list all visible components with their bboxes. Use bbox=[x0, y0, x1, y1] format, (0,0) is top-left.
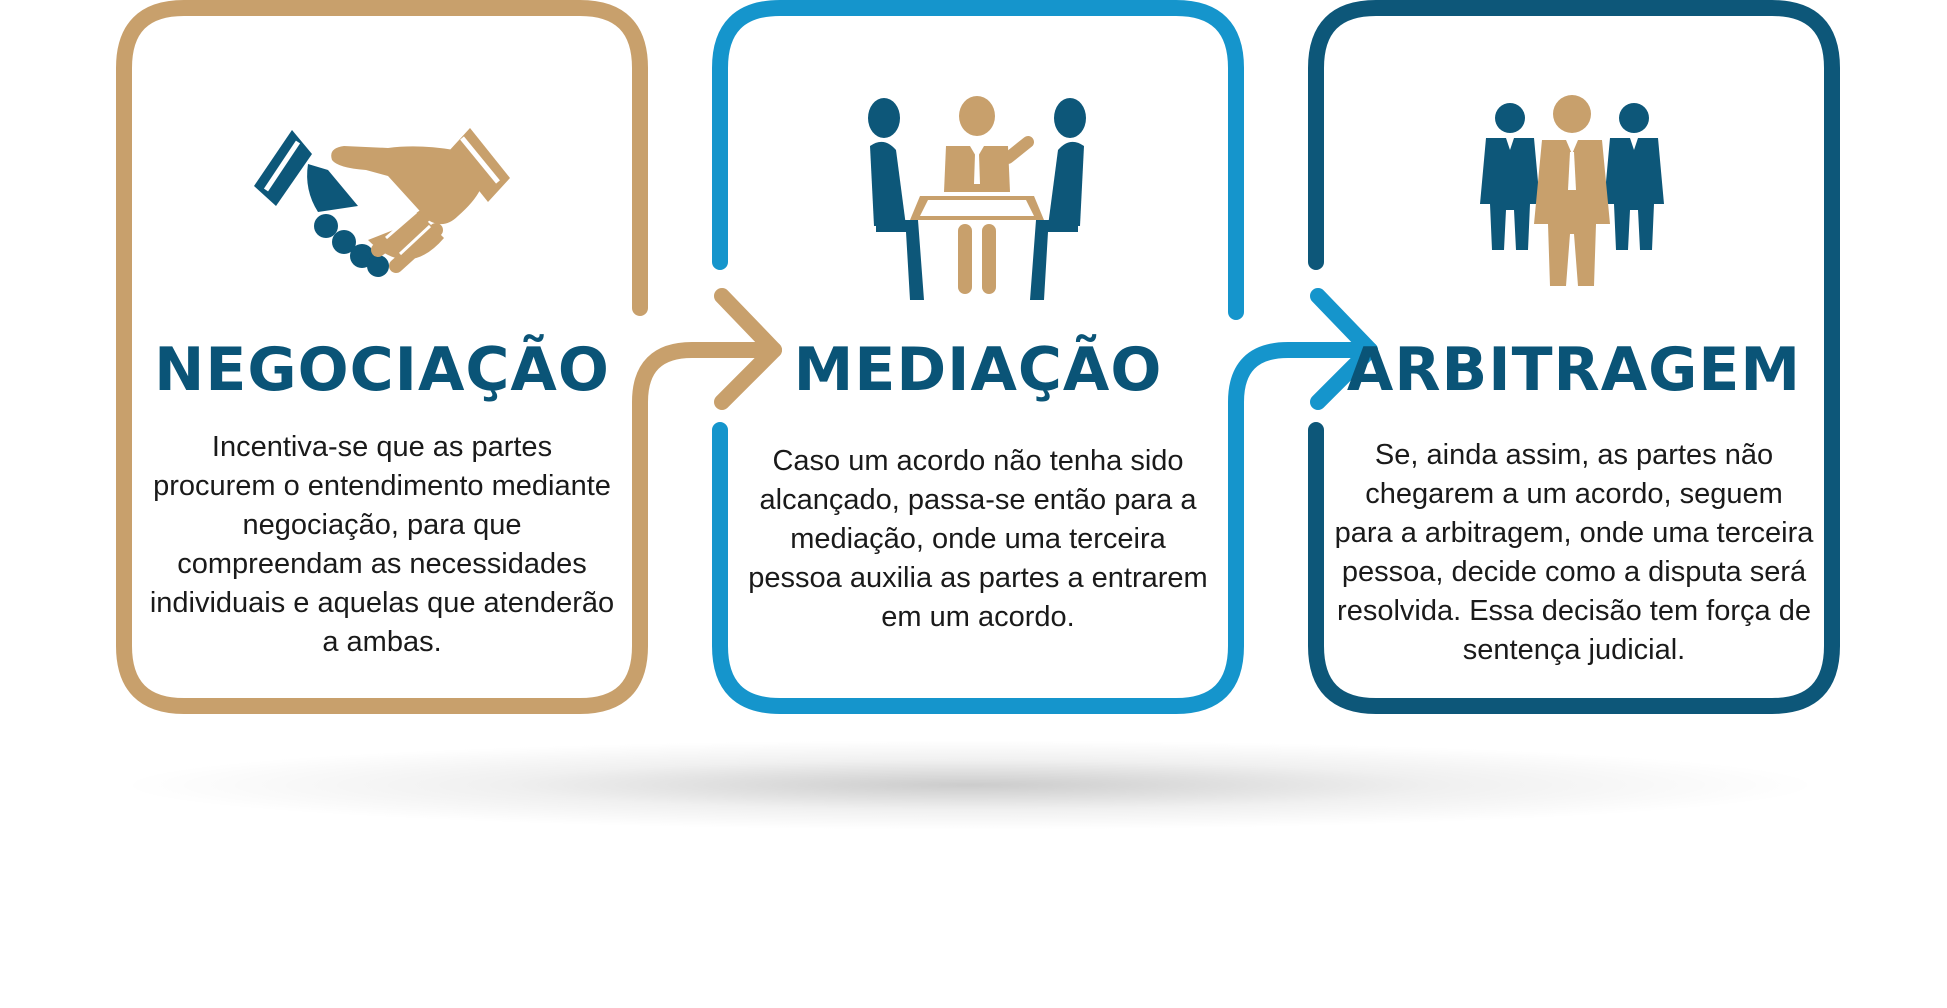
mediacao-frame-bottom bbox=[712, 342, 1378, 714]
handshake-icon bbox=[254, 128, 510, 277]
arbitragem-frame bbox=[1308, 0, 1840, 714]
arbitragem-title: ARBITRAGEM bbox=[1346, 335, 1802, 405]
floor-shadow bbox=[120, 740, 1820, 830]
arrow-head-to-arbitragem bbox=[1310, 288, 1378, 410]
group-people-icon bbox=[1480, 95, 1664, 286]
arrow-head-to-mediacao bbox=[714, 288, 782, 410]
negociacao-description: Incentiva-se que as partes procurem o en… bbox=[149, 431, 615, 658]
mediacao-frame bbox=[712, 0, 1244, 320]
meeting-table-icon bbox=[868, 96, 1086, 300]
mediacao-title: MEDIAÇÃO bbox=[793, 335, 1163, 405]
mediacao-description: Caso um acordo não tenha sido alcançado,… bbox=[748, 445, 1208, 633]
negociacao-frame bbox=[116, 0, 782, 714]
arbitragem-description: Se, ainda assim, as partes não chegarem … bbox=[1334, 439, 1814, 666]
negociacao-title: NEGOCIAÇÃO bbox=[154, 335, 610, 405]
